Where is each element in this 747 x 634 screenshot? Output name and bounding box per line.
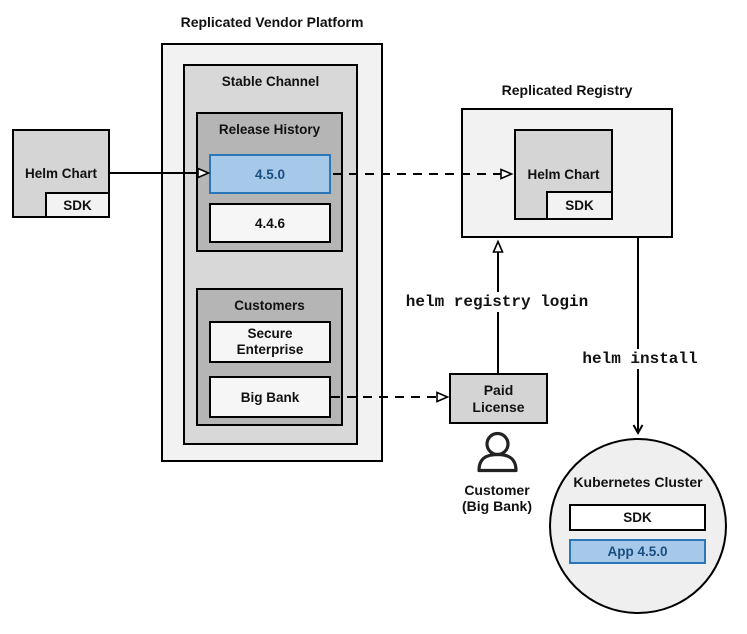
k8s-sdk-box: SDK — [569, 504, 706, 531]
customer-caption: Customer (Big Bank) — [462, 482, 532, 514]
registry-title: Replicated Registry — [501, 82, 633, 98]
command-helm-install: helm install — [577, 349, 703, 369]
paid-license-label: Paid License — [472, 381, 525, 415]
vendor-platform-title: Replicated Vendor Platform — [180, 14, 364, 30]
person-icon — [477, 431, 518, 473]
customer-secure-enterprise: Secure Enterprise — [209, 321, 331, 363]
release-4-5-0: 4.5.0 — [209, 154, 331, 194]
sdk-box: SDK — [45, 192, 110, 218]
customer-secure-enterprise-label: Secure Enterprise — [236, 326, 304, 357]
command-registry-login: helm registry login — [400, 292, 594, 312]
customer-caption-line2: (Big Bank) — [462, 498, 532, 515]
k8s-cluster-title: Kubernetes Cluster — [573, 474, 703, 490]
customer-caption-line1: Customer — [464, 482, 530, 498]
release-4-4-6: 4.4.6 — [209, 203, 331, 243]
k8s-app-box: App 4.5.0 — [569, 539, 706, 564]
registry-sdk-box: SDK — [546, 191, 613, 220]
paid-license-box: Paid License — [449, 373, 548, 424]
customer-big-bank: Big Bank — [209, 376, 331, 418]
